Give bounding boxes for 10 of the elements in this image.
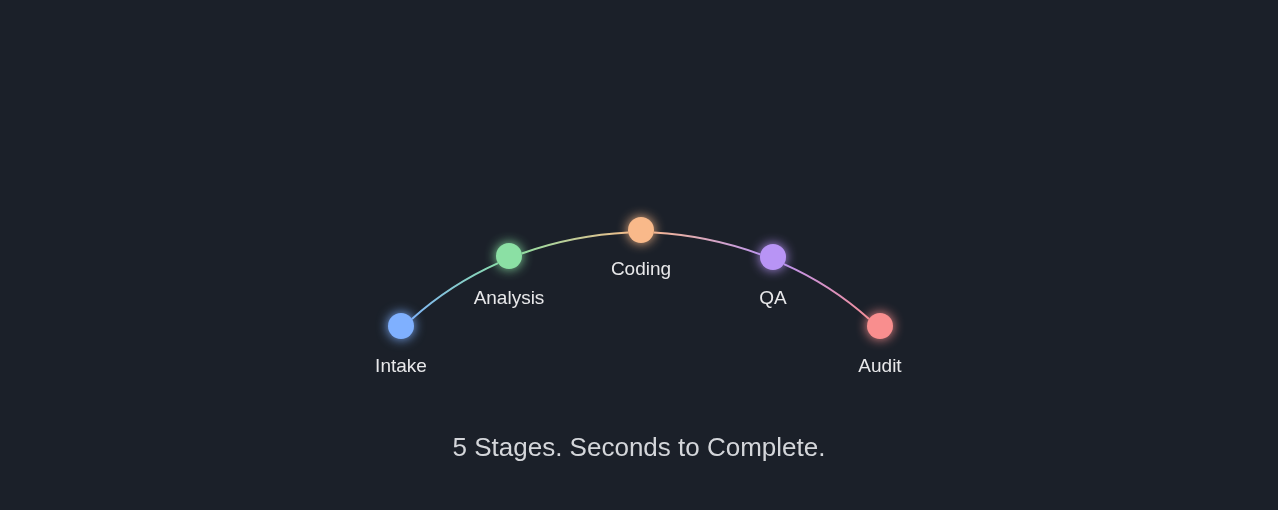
stage-label: Analysis [473, 285, 545, 310]
arc-connector [652, 231, 762, 256]
arc-connector [520, 231, 630, 255]
stage-label: Coding [610, 256, 672, 281]
stage-label: QA [759, 285, 787, 310]
stage-label: Audit [858, 353, 902, 378]
arc-connector [410, 262, 500, 320]
stage-label: Intake [375, 353, 427, 378]
tagline: 5 Stages. Seconds to Complete. [451, 431, 827, 464]
arc-connector [782, 263, 871, 320]
